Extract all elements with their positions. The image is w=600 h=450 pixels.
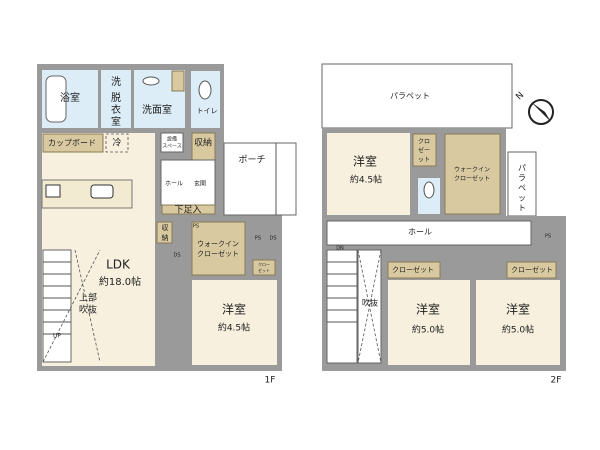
floor-label-1f: 1F bbox=[265, 376, 276, 386]
label-hall: ホール bbox=[165, 181, 183, 188]
shoe-storage bbox=[161, 204, 216, 215]
label-room-size: 約5.0帖 bbox=[502, 324, 534, 336]
floor-label-2f: 2F bbox=[551, 376, 562, 386]
void-marker bbox=[42, 249, 101, 363]
label-parapet-side: ペ bbox=[518, 184, 526, 193]
stair-treads-2f bbox=[327, 261, 357, 323]
label-closet: クロー bbox=[258, 261, 270, 267]
room-2f-3 bbox=[476, 280, 560, 365]
porch bbox=[223, 142, 297, 216]
dressing-room bbox=[101, 70, 131, 128]
label-cupboard: カップボード bbox=[48, 139, 96, 148]
label-storage-mid: 収 bbox=[162, 224, 169, 232]
label-closet: ゼー bbox=[418, 147, 430, 155]
compass-north-label: N bbox=[514, 90, 526, 102]
room-2f-2 bbox=[388, 280, 470, 365]
closet-1f bbox=[252, 259, 276, 276]
label-room: 洋室 bbox=[506, 302, 530, 317]
label-toilet: トイレ bbox=[197, 107, 218, 115]
parapet-side bbox=[507, 151, 537, 217]
label-ds: DS bbox=[269, 236, 276, 242]
label-room-size: 約4.5帖 bbox=[218, 322, 250, 334]
compass-icon: N bbox=[514, 90, 554, 125]
label-parapet-side: パ bbox=[518, 164, 526, 173]
toilet-icon bbox=[198, 80, 212, 100]
closet-2f-v bbox=[412, 133, 437, 167]
walkin-closet-2f bbox=[444, 133, 501, 215]
label-room: 洋室 bbox=[222, 302, 246, 317]
label-equipment: 設備 bbox=[167, 136, 177, 143]
label-walkin: クローゼット bbox=[197, 249, 239, 258]
label-hall: ホール bbox=[408, 228, 432, 237]
label-parapet-side: ラ bbox=[518, 174, 526, 183]
label-storage-mid: 納 bbox=[162, 233, 169, 242]
label-parapet-side: ト bbox=[518, 204, 526, 213]
label-storage: 収納 bbox=[194, 137, 212, 149]
floor-1: 浴室 洗 脱 衣 室 洗面室 トイレ カップボード 冷 設備 スペース 収納 ポ… bbox=[37, 64, 297, 386]
label-parapet-side: ッ bbox=[518, 194, 526, 203]
closet-2f-3 bbox=[506, 261, 557, 279]
label-room-size: 約4.5帖 bbox=[350, 174, 382, 186]
room-2f-1 bbox=[327, 133, 410, 215]
washroom-shelf bbox=[171, 70, 185, 92]
label-ps: PS bbox=[545, 234, 551, 240]
label-walkin: クローゼット bbox=[454, 175, 490, 183]
fridge-space bbox=[105, 133, 129, 153]
hall-2f bbox=[326, 220, 532, 246]
label-dressing: 室 bbox=[111, 115, 121, 128]
label-washroom: 洗面室 bbox=[142, 103, 172, 116]
label-shoe-storage: 下足入 bbox=[174, 205, 201, 216]
walkin-closet-1f bbox=[191, 221, 246, 276]
floor-2: N パラペット パ ラ ペ ッ ト 洋室 約4.5帖 クロ ゼー ット ウォーク… bbox=[321, 63, 566, 386]
label-closet: クロ bbox=[418, 139, 430, 146]
label-ds: DS bbox=[173, 253, 180, 259]
label-ps: PS bbox=[193, 224, 199, 230]
label-parapet: パラペット bbox=[390, 92, 430, 101]
equipment-space bbox=[160, 132, 184, 153]
label-void: 吹抜 bbox=[79, 304, 97, 316]
toilet-room bbox=[191, 71, 220, 128]
storage-mid bbox=[156, 221, 173, 244]
label-void: 上部 bbox=[79, 292, 97, 304]
label-closet: ゼット bbox=[258, 267, 270, 273]
label-ps: PS bbox=[255, 236, 261, 242]
label-dressing: 衣 bbox=[111, 103, 121, 116]
kitchen-sink-icon bbox=[90, 184, 114, 199]
stove-icon bbox=[45, 184, 61, 198]
parapet-top bbox=[321, 63, 513, 129]
label-fridge: 冷 bbox=[112, 137, 121, 149]
label-room-size: 約5.0帖 bbox=[412, 324, 444, 336]
label-bath: 浴室 bbox=[60, 91, 80, 104]
sink-icon bbox=[142, 76, 160, 86]
cupboard bbox=[42, 133, 104, 153]
label-void: 吹抜 bbox=[362, 298, 378, 308]
label-walkin: ウォークイン bbox=[454, 166, 490, 174]
label-room: 洋室 bbox=[416, 302, 440, 317]
label-closet: クローゼット bbox=[511, 265, 553, 274]
label-dn: DN bbox=[336, 246, 344, 252]
room-1f bbox=[192, 280, 277, 365]
label-porch: ポーチ bbox=[238, 155, 265, 166]
closet-2f-2 bbox=[387, 261, 441, 279]
stairs-2f bbox=[326, 249, 358, 364]
label-dressing: 脱 bbox=[111, 91, 121, 104]
label-walkin: ウォークイン bbox=[197, 240, 239, 248]
label-dressing: 洗 bbox=[111, 76, 121, 88]
label-room: 洋室 bbox=[353, 154, 377, 169]
void-marker bbox=[357, 249, 382, 364]
label-up: UP bbox=[53, 333, 61, 340]
label-closet: ット bbox=[418, 157, 430, 164]
entrance-hall bbox=[160, 159, 216, 206]
label-closet: クローゼット bbox=[392, 265, 434, 274]
label-entrance: 玄関 bbox=[194, 180, 206, 188]
label-ldk: LDK bbox=[106, 258, 131, 272]
toilet-icon bbox=[423, 181, 435, 199]
label-equipment: スペース bbox=[162, 144, 181, 150]
stairs-1f bbox=[42, 249, 72, 363]
label-ldk-size: 約18.0帖 bbox=[99, 275, 141, 288]
bathtub-icon bbox=[45, 75, 67, 123]
